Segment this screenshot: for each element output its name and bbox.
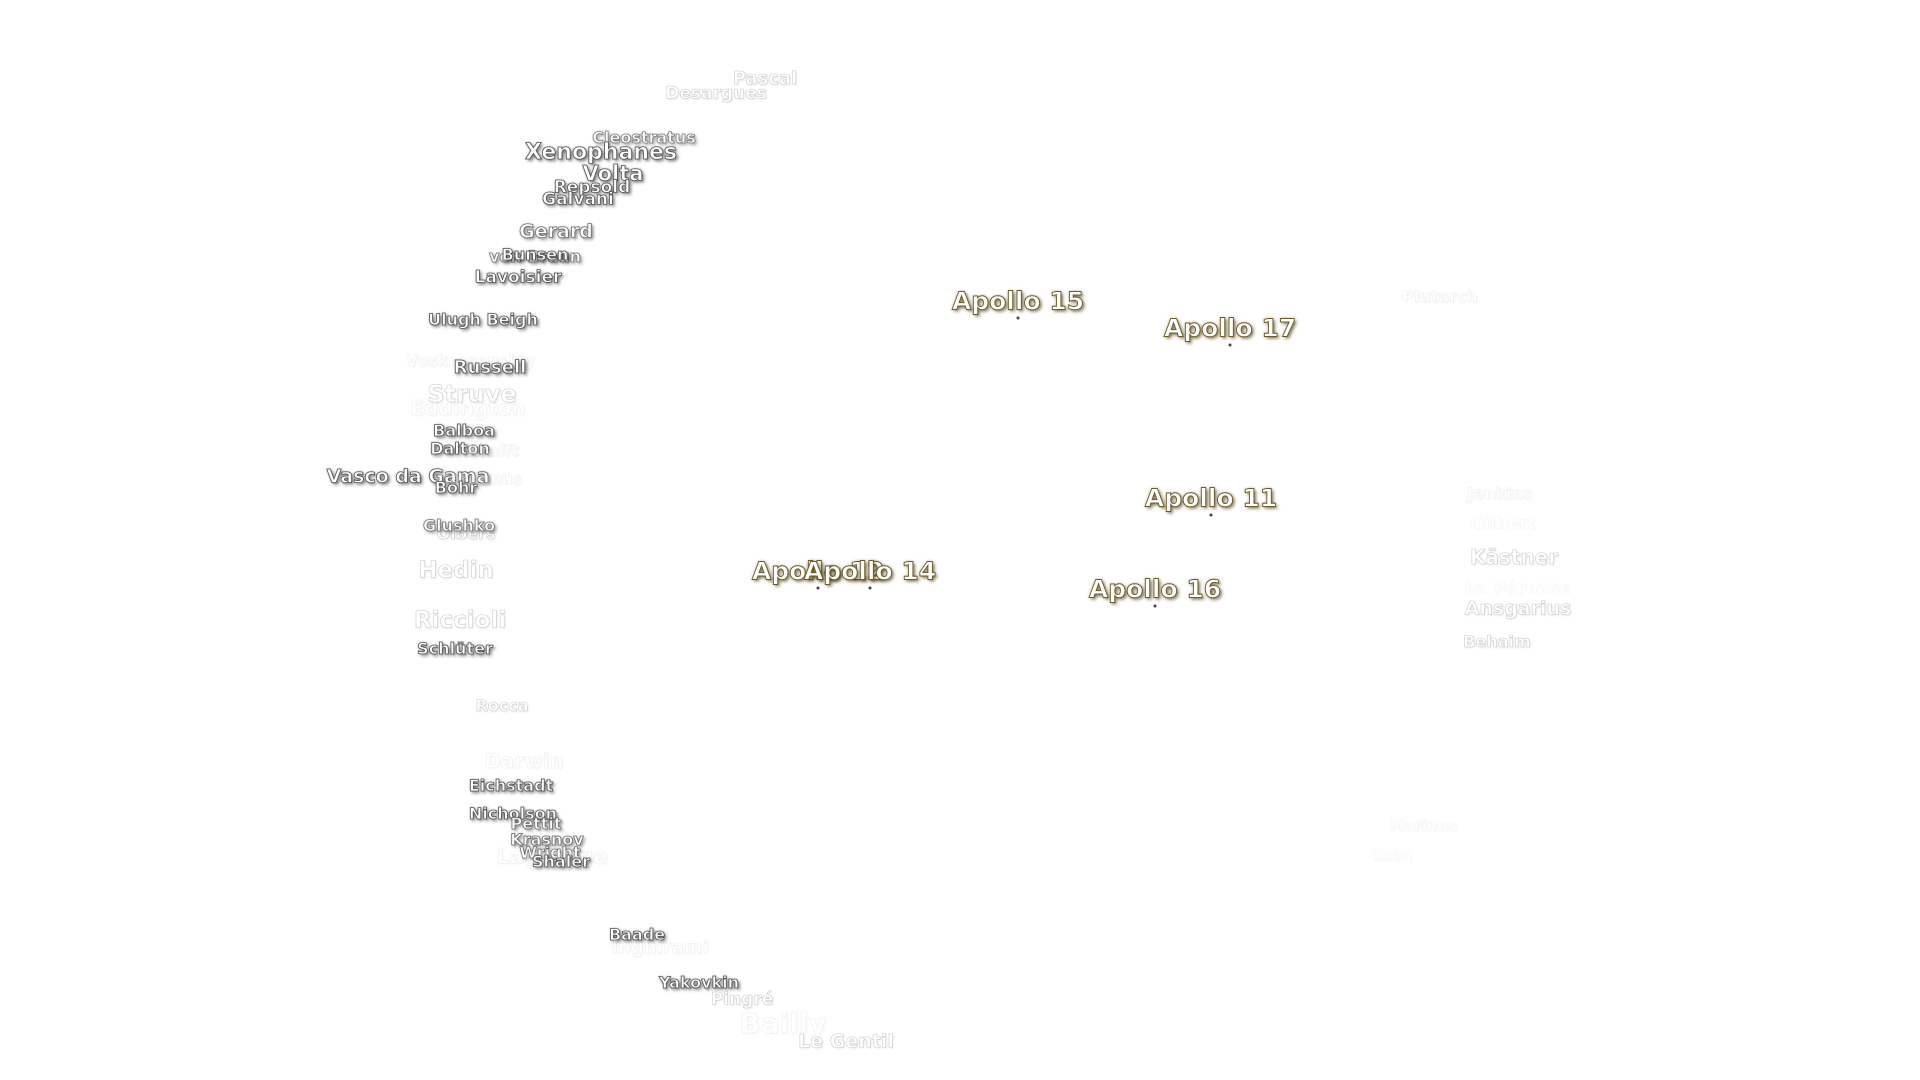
crater-label-la-perouse[interactable]: La Pérouse [1464, 578, 1572, 599]
crater-label-struve[interactable]: Struve [427, 380, 517, 408]
crater-label-cleostratus[interactable]: Cleostratus [592, 128, 696, 147]
crater-label-oken[interactable]: Oken [1368, 846, 1412, 865]
crater-label-lagrange[interactable]: Lagrange [496, 844, 608, 869]
apollo-17-label[interactable]: Apollo 17 [1163, 313, 1297, 343]
crater-label-gilbert[interactable]: Gilbert [1470, 513, 1536, 534]
apollo-14-label[interactable]: Apollo 14 [803, 556, 937, 586]
crater-label-russell[interactable]: Russell [453, 357, 527, 378]
crater-label-repsold[interactable]: Repsold [553, 177, 631, 198]
crater-label-cardanus[interactable]: Cardanus [437, 469, 523, 488]
crater-label-jenkins[interactable]: Jenkins [1467, 484, 1533, 503]
apollo-16-marker[interactable] [1153, 604, 1157, 608]
crater-label-xenophanes[interactable]: Xenophanes [524, 140, 678, 165]
crater-label-ulugh-beigh[interactable]: Ulugh Beigh [428, 310, 538, 329]
crater-label-behaim[interactable]: Behaim [1463, 632, 1531, 651]
crater-label-olbers[interactable]: Olbers [436, 524, 496, 543]
crater-label-lavoisier[interactable]: Lavoisier [474, 267, 562, 288]
apollo-12-label[interactable]: Apollo 12 [751, 556, 885, 586]
crater-label-von-braun[interactable]: von Braun [488, 247, 582, 266]
crater-label-shaler[interactable]: Shaler [532, 852, 591, 871]
crater-label-dalton[interactable]: Dalton [430, 439, 490, 458]
crater-label-ansgarius[interactable]: Ansgarius [1464, 597, 1572, 620]
crater-label-galvani[interactable]: Galvani [542, 189, 615, 210]
crater-label-balboa[interactable]: Balboa [433, 421, 496, 440]
crater-label-baade[interactable]: Baade [608, 925, 666, 944]
crater-label-wright[interactable]: Wright [519, 843, 581, 862]
apollo-11-label[interactable]: Apollo 11 [1144, 483, 1278, 513]
crater-label-voskresenskiy[interactable]: Voskresenskiy [405, 351, 535, 370]
crater-label-desargues[interactable]: Desargues [665, 83, 767, 104]
crater-label-pascal[interactable]: Pascal [732, 68, 798, 89]
crater-label-vasco-da-gama[interactable]: Vasco da Gama [326, 465, 490, 488]
crater-label-hedin[interactable]: Hedin [418, 557, 494, 584]
crater-label-nicholson[interactable]: Nicholson [468, 804, 558, 823]
apollo-15-label[interactable]: Apollo 15 [951, 286, 1085, 316]
apollo-12-marker[interactable] [816, 586, 820, 590]
crater-label-bailly[interactable]: Bailly [739, 1007, 827, 1040]
apollo-14-marker[interactable] [868, 586, 872, 590]
crater-label-pingre[interactable]: Pingré [710, 989, 774, 1010]
crater-label-bohr[interactable]: Bohr [434, 478, 478, 497]
crater-label-darwin[interactable]: Darwin [484, 749, 564, 773]
crater-label-marinus[interactable]: Marinus [1389, 816, 1457, 835]
crater-label-le-gentil[interactable]: Le Gentil [798, 1030, 894, 1053]
crater-label-eichstadt[interactable]: Eichstadt [468, 776, 554, 795]
crater-label-krasnov[interactable]: Krasnov [510, 830, 584, 849]
crater-label-yakovkin[interactable]: Yakovkin [658, 973, 740, 992]
crater-label-eddington[interactable]: Eddington [410, 396, 526, 420]
crater-label-glushko[interactable]: Glushko [422, 516, 496, 535]
crater-label-inghirami[interactable]: Inghirami [611, 937, 709, 958]
crater-label-volta[interactable]: Volta [582, 161, 644, 186]
apollo-16-label[interactable]: Apollo 16 [1088, 574, 1222, 604]
crater-label-kastner[interactable]: Kästner [1469, 545, 1559, 569]
apollo-17-marker[interactable] [1228, 343, 1232, 347]
crater-label-plutarch[interactable]: Plutarch [1402, 287, 1478, 306]
apollo-11-marker[interactable] [1209, 513, 1213, 517]
crater-label-schluter[interactable]: Schlüter [417, 639, 493, 658]
crater-label-krafft[interactable]: Krafft [467, 441, 519, 460]
crater-label-gerard[interactable]: Gerard [519, 220, 593, 243]
crater-label-pettit[interactable]: Pettit [510, 814, 562, 833]
crater-label-rocca[interactable]: Rocca [475, 696, 529, 715]
crater-label-bunsen[interactable]: Bunsen [501, 245, 569, 264]
apollo-15-marker[interactable] [1016, 316, 1020, 320]
crater-label-riccioli[interactable]: Riccioli [413, 607, 507, 634]
